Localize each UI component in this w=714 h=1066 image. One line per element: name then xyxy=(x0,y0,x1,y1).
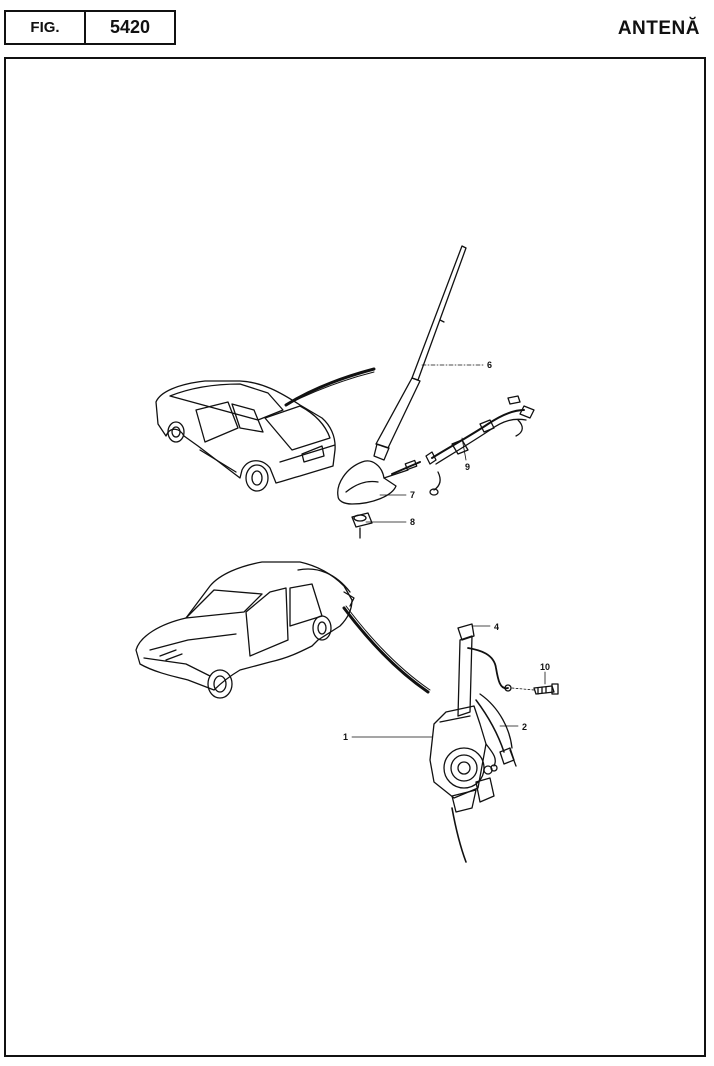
mounting-nut-part-8 xyxy=(351,512,373,539)
motor-cable-part-2 xyxy=(467,647,517,772)
antenna-mast-part-6 xyxy=(373,245,467,461)
callout-10: 10 xyxy=(540,662,550,672)
sedan-car-illustration xyxy=(135,561,355,699)
fig-label: FIG. xyxy=(6,12,86,43)
callout-9: 9 xyxy=(465,462,470,472)
callout-4: 4 xyxy=(494,622,499,632)
hatchback-car-illustration xyxy=(155,380,336,492)
antenna-base-part-7 xyxy=(337,459,421,505)
figure-id-box: FIG. 5420 xyxy=(4,10,176,45)
callout-7: 7 xyxy=(410,490,415,500)
power-antenna-motor-part-1 xyxy=(429,623,495,863)
page-title: ANTENĂ xyxy=(617,18,700,39)
callout-2: 2 xyxy=(522,722,527,732)
callout-8: 8 xyxy=(410,517,415,527)
screw-part-10 xyxy=(533,683,559,695)
cable-harness-part-9 xyxy=(425,395,535,496)
callout-1: 1 xyxy=(343,732,348,742)
callout-6: 6 xyxy=(487,360,492,370)
drawing-frame xyxy=(4,57,706,1057)
fig-number: 5420 xyxy=(109,17,151,37)
